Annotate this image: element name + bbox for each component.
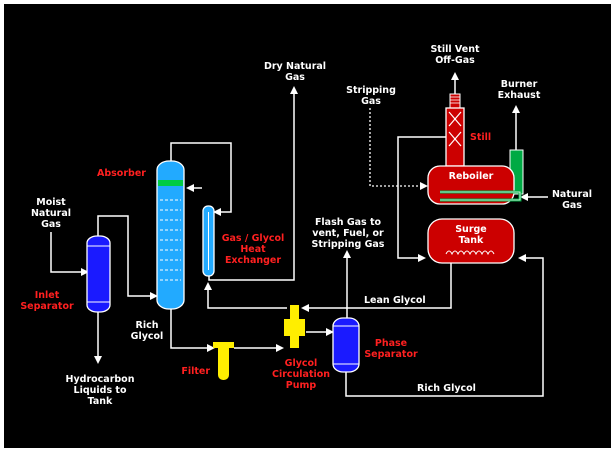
surge-tank-label: Surge Tank xyxy=(455,224,487,246)
still-loop-line xyxy=(397,136,448,262)
moist-gas-label: Moist Natural Gas xyxy=(30,197,72,230)
phase-separator-vessel xyxy=(332,317,360,373)
rich-glycol-to-filter-line xyxy=(170,309,215,352)
surge-tank-coil xyxy=(445,250,495,256)
inlet-separator-label: Inlet Separator xyxy=(20,290,74,312)
rich-glycol-absorber-label: Rich Glycol xyxy=(130,320,164,342)
rich-glycol-bottom-label: Rich Glycol xyxy=(417,383,476,394)
inlet-separator-vessel xyxy=(86,235,111,313)
reboiler-label: Reboiler xyxy=(448,171,494,182)
absorber-label: Absorber xyxy=(97,168,146,179)
natural-gas-label: Natural Gas xyxy=(551,189,593,211)
stripping-gas-line xyxy=(369,108,428,190)
lean-glycol-label: Lean Glycol xyxy=(364,295,426,306)
rich-glycol-return-line xyxy=(345,254,544,397)
separator-gas-line xyxy=(97,215,158,300)
stripping-gas-label: Stripping Gas xyxy=(346,85,396,107)
lean-glycol-line-a xyxy=(301,260,452,312)
filter-vessel xyxy=(213,342,234,380)
phase-separator-label: Phase Separator xyxy=(364,338,418,360)
moist-gas-line xyxy=(50,232,89,276)
absorber-band xyxy=(158,180,183,186)
gas-glycol-heat-exchanger xyxy=(202,205,215,277)
filter-label: Filter xyxy=(181,366,210,377)
still-vent-label: Still Vent Off-Gas xyxy=(430,44,480,66)
still-label: Still xyxy=(470,132,492,143)
dry-natural-gas-label: Dry Natural Gas xyxy=(263,61,327,83)
glycol-circulation-pump xyxy=(284,305,305,348)
glycol-pump-label: Glycol Circulation Pump xyxy=(271,358,331,391)
surge-tank-vessel xyxy=(427,218,515,264)
flash-gas-label: Flash Gas to vent, Fuel, or Stripping Ga… xyxy=(311,217,385,250)
hydrocarbon-liquids-label: Hydrocarbon Liquids to Tank xyxy=(65,374,135,407)
burner-exhaust-label: Burner Exhaust xyxy=(497,79,541,101)
reboiler-vessel xyxy=(427,165,522,205)
absorber-tower xyxy=(156,160,185,310)
absorber-overhead-line xyxy=(170,142,232,216)
lean-glycol-line-b xyxy=(204,282,287,309)
gas-glycol-hx-label: Gas / Glycol Heat Exchanger xyxy=(221,233,285,266)
still-column xyxy=(445,93,465,167)
